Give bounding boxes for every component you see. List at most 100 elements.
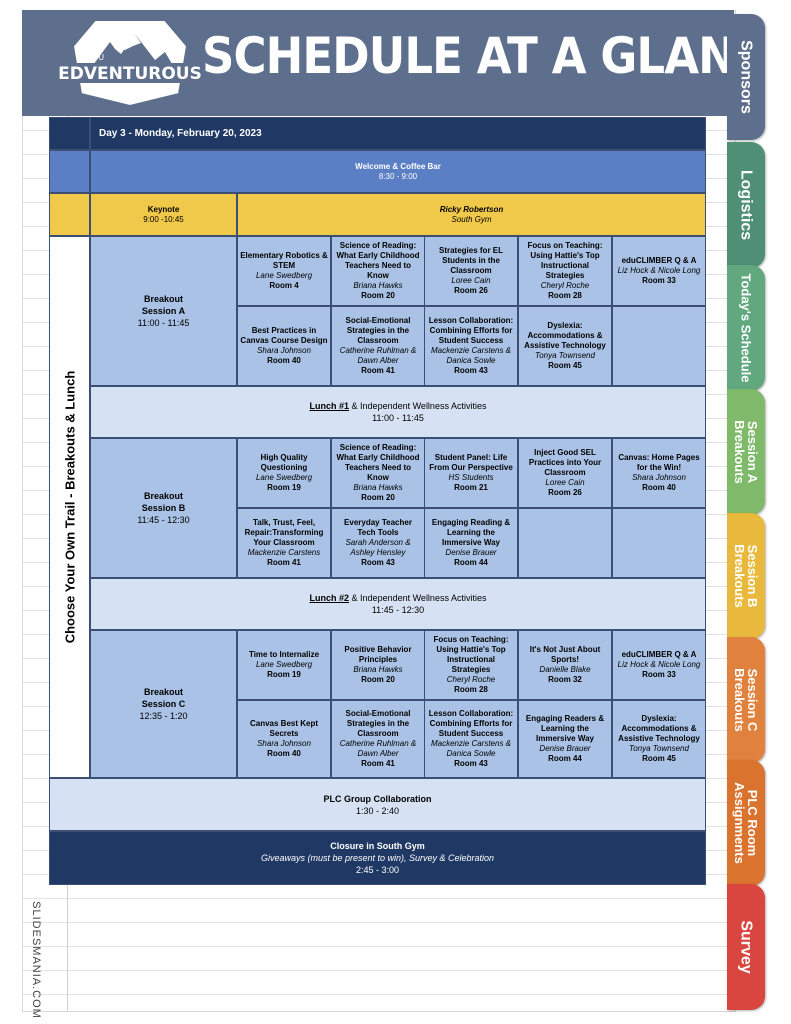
breakout-cell: Dyslexia: Accommodations & Assistive Tec… [518,306,612,386]
lunch-2-time: 11:45 - 12:30 [371,605,425,615]
session-c-name: Session C [141,699,186,709]
breakout-cell: Canvas: Home Pages for the Win!Shara Joh… [612,438,706,508]
breakout-presenter: Danielle Blake [539,665,591,674]
tab-session-c-breakouts[interactable]: Session C Breakouts [727,637,765,763]
breakout-title: Everyday Teacher Tech Tools [344,518,412,537]
breakout-cell: Talk, Trust, Feel, Repair:Transforming Y… [237,508,331,578]
tab-sponsors[interactable]: Sponsors [727,14,765,140]
lunch-1-rest: & Independent Wellness Activities [351,401,487,411]
logo-text: EDVENTUROUS [58,64,202,84]
breakout-title: Inject Good SEL Practices into Your Clas… [528,448,602,477]
breakout-room: Room 45 [642,754,676,763]
lunch-2-label: Lunch #2 [309,593,350,603]
breakout-room: Room 19 [267,483,301,492]
breakout-title: Lesson Collaboration: Combining Efforts … [428,709,514,738]
breakout-room: Room 19 [267,670,301,679]
session-c-label-cell: Breakout Session C 12:35 - 1:20 [90,630,237,778]
lunch-1-label: Lunch #1 [309,401,350,411]
breakout-title: It's Not Just About Sports! [529,645,601,664]
tab-label: Session B Breakouts [732,544,760,608]
session-b-label-cell: Breakout Session B 11:45 - 12:30 [90,438,237,578]
keynote-left-cell [49,193,90,236]
breakout-room: Room 33 [642,276,676,285]
breakout-presenter: Shara Johnson [257,739,311,748]
tab-today-s-schedule[interactable]: Today's Schedule [727,265,765,391]
breakout-title: eduCLIMBER Q & A [621,256,697,265]
schedule-table: Day 3 - Monday, February 20, 2023 Welcom… [49,117,706,885]
breakout-presenter: Lane Swedberg [255,271,313,280]
page-title: SCHEDULE AT A GLANCE [202,27,791,85]
lunch-2-rest: & Independent Wellness Activities [351,593,487,603]
breakout-title: Social-Emotional Strategies in the Class… [345,316,411,345]
breakout-cell: Lesson Collaboration: Combining Efforts … [424,700,518,778]
breakout-presenter: Denise Brauer [445,548,497,557]
breakout-room: Room 28 [548,291,582,300]
tab-session-b-breakouts[interactable]: Session B Breakouts [727,513,765,639]
session-a-label-cell: Breakout Session A 11:00 - 11:45 [90,236,237,386]
session-a-time: 11:00 - 11:45 [137,318,190,328]
tab-plc-room-assignments[interactable]: PLC Room Assignments [727,760,765,886]
breakout-title: Science of Reading: What Early Childhood… [336,241,420,280]
edventurous-logo: EDVENTUROUS EDU [57,19,203,108]
breakout-cell: Student Panel: Life From Our Perspective… [424,438,518,508]
breakout-room: Room 28 [454,685,488,694]
breakout-presenter: Denise Brauer [539,744,591,753]
breakout-presenter: HS Students [448,473,494,482]
breakout-room: Room 41 [267,558,301,567]
tab-logistics[interactable]: Logistics [727,142,765,268]
breakout-room: Room 26 [548,488,582,497]
breakout-presenter: Briana Hawks [353,281,403,290]
session-a-label: Breakout [143,294,183,304]
breakout-title: Social-Emotional Strategies in the Class… [345,709,411,738]
session-b-label: Breakout [143,491,183,501]
plc-row: PLC Group Collaboration 1:30 - 2:40 [49,778,706,831]
breakout-room: Room 41 [361,759,395,768]
breakout-presenter: Lane Swedberg [255,473,313,482]
breakout-cell: Inject Good SEL Practices into Your Clas… [518,438,612,508]
breakout-presenter: Mackenzie Carstens & Danica Sowle [430,346,512,365]
breakout-presenter: Loree Cain [451,276,491,285]
breakout-cell: It's Not Just About Sports!Danielle Blak… [518,630,612,700]
breakout-cell: Engaging Reading & Learning the Immersiv… [424,508,518,578]
breakout-room: Room 45 [548,361,582,370]
empty-cell [612,508,706,578]
breakout-presenter: Liz Hock & Nicole Long [617,660,701,669]
breakout-room: Room 20 [361,493,395,502]
tab-survey[interactable]: Survey [727,884,765,1010]
breakout-presenter: Cheryl Roche [540,281,590,290]
tab-label: Survey [737,920,755,974]
breakout-presenter: Catherine Ruhlman & Dawn Alber [339,346,417,365]
session-c-label: Breakout [143,687,183,697]
plc-time: 1:30 - 2:40 [355,805,400,816]
breakout-room: Room 44 [454,558,488,567]
breakout-room: Room 21 [454,483,488,492]
breakout-title: Elementary Robotics & STEM [240,251,328,270]
tab-session-a-breakouts[interactable]: Session A Breakouts [727,389,765,515]
breakout-presenter: Lane Swedberg [255,660,313,669]
breakout-title: High Quality Questioning [260,453,308,472]
breakout-title: eduCLIMBER Q & A [621,650,697,659]
breakout-room: Room 40 [267,356,301,365]
breakout-room: Room 33 [642,670,676,679]
breakout-title: Canvas Best Kept Secrets [249,719,319,738]
breakout-title: Focus on Teaching: Using Hattie's Top In… [527,241,603,280]
breakout-title: Canvas: Home Pages for the Win! [618,453,700,472]
keynote-label-cell: Keynote 9:00 -10:45 [90,193,237,236]
welcome-time: 8:30 - 9:00 [378,171,418,181]
breakout-room: Room 20 [361,291,395,300]
breakout-title: Strategies for EL Students in the Classr… [438,246,503,275]
breakout-room: Room 43 [361,558,395,567]
closure-subtitle: Giveaways (must be present to win), Surv… [260,853,495,863]
breakout-room: Room 44 [548,754,582,763]
breakout-cell: Focus on Teaching: Using Hattie's Top In… [424,630,518,700]
breakout-cell: Science of Reading: What Early Childhood… [331,236,425,306]
lunch-1-row: Lunch #1 & Independent Wellness Activiti… [90,386,706,438]
tab-label: Session A Breakouts [732,420,760,484]
breakout-room: Room 20 [361,675,395,684]
breakout-room: Room 4 [269,281,299,290]
lunch-2-row: Lunch #2 & Independent Wellness Activiti… [90,578,706,630]
breakout-title: Dyslexia: Accommodations & Assistive Tec… [618,714,700,743]
